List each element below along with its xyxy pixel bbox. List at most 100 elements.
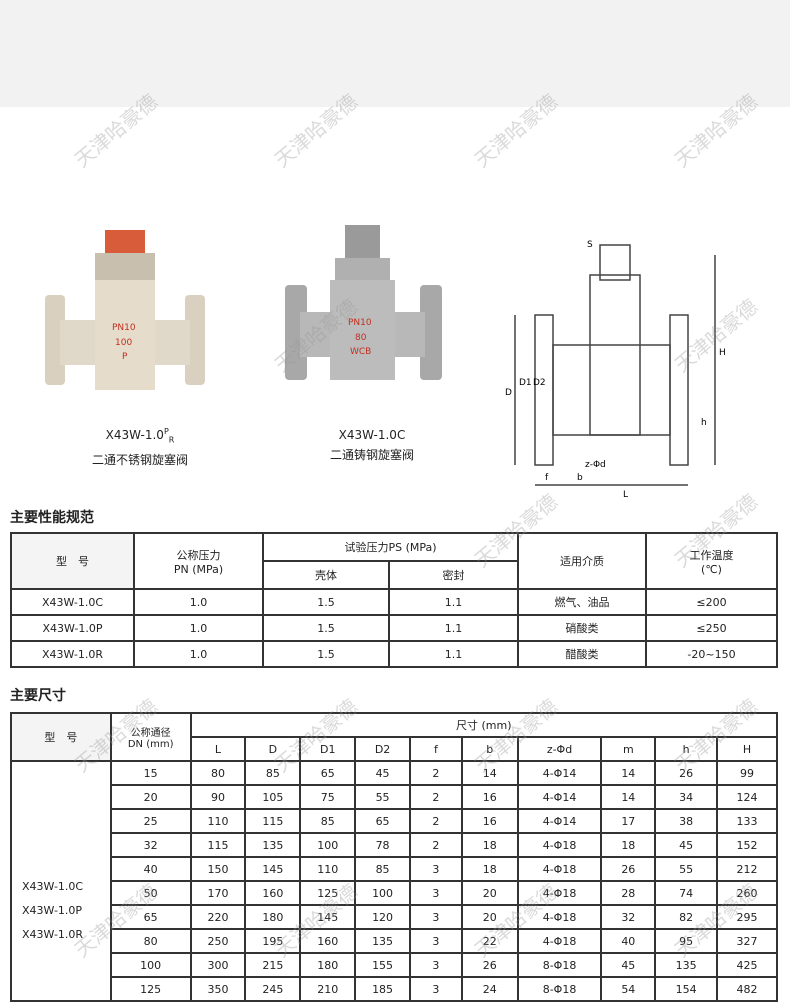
cell: 105 <box>244 784 302 810</box>
cell: 125 <box>109 976 192 1002</box>
cell: 14 <box>460 760 519 786</box>
cell: 185 <box>354 976 411 1002</box>
cell: 300 <box>189 952 247 978</box>
dim-label-zd: z-Φd <box>585 460 606 470</box>
header-temp: 工作温度(℃) <box>645 532 778 590</box>
cell: 160 <box>244 880 302 906</box>
header-col: f <box>409 736 463 762</box>
cell: 16 <box>460 784 519 810</box>
cell: 195 <box>244 928 302 954</box>
cell: 2 <box>409 760 463 786</box>
cell: 160 <box>299 928 357 954</box>
cell-model: X43W-1.0P <box>10 614 135 642</box>
cell: 133 <box>716 808 778 834</box>
cell: 250 <box>189 928 247 954</box>
header-col: H <box>716 736 778 762</box>
cell: 26 <box>460 952 519 978</box>
cell: 65 <box>109 904 192 930</box>
header-col: z-Φd <box>516 736 603 762</box>
body-mark-2: 80 <box>355 333 367 343</box>
model-sub: R <box>168 435 175 445</box>
cell-pn: 1.0 <box>133 614 264 642</box>
header-col: h <box>654 736 719 762</box>
cell: 22 <box>460 928 519 954</box>
dim-label-h: h <box>701 418 707 428</box>
cell: 4-Φ18 <box>516 832 603 858</box>
cell: 34 <box>654 784 719 810</box>
cell: 20 <box>460 880 519 906</box>
cell: 40 <box>600 928 657 954</box>
dim-label-D2: D2 <box>533 378 546 388</box>
product-name: 二通铸钢旋塞阀 <box>329 448 414 462</box>
cell: 135 <box>244 832 302 858</box>
cell: 54 <box>600 976 657 1002</box>
cell: 145 <box>299 904 357 930</box>
cell: 85 <box>244 760 302 786</box>
cell: 28 <box>600 880 657 906</box>
body-mark-3: WCB <box>350 347 371 357</box>
cell: 90 <box>189 784 247 810</box>
model-name: X43W-1.0R <box>22 928 84 941</box>
section-title-performance: 主要性能规范 <box>10 510 94 526</box>
cell: 215 <box>244 952 302 978</box>
header-model: 型 号 <box>10 532 135 590</box>
cell: 100 <box>109 952 192 978</box>
cell: 350 <box>189 976 247 1002</box>
cast-steel-plug-valve-image: PN10 80 WCB <box>285 225 442 380</box>
cell: 115 <box>189 832 247 858</box>
cell: 245 <box>244 976 302 1002</box>
cell: 3 <box>409 904 463 930</box>
model-name: X43W-1.0P <box>22 904 83 917</box>
cell: 295 <box>716 904 778 930</box>
body-mark-1: PN10 <box>112 323 136 333</box>
cell: 482 <box>716 976 778 1002</box>
cell: 3 <box>409 976 463 1002</box>
header-ps: 试验压力PS (MPa) <box>262 532 519 562</box>
cell: 124 <box>716 784 778 810</box>
cell: 4-Φ14 <box>516 808 603 834</box>
cell: 8-Φ18 <box>516 952 603 978</box>
cell: 100 <box>299 832 357 858</box>
section-title-dimensions: 主要尺寸 <box>10 688 66 704</box>
cell: 4-Φ14 <box>516 760 603 786</box>
header-col: D1 <box>299 736 357 762</box>
cell: 20 <box>109 784 192 810</box>
cell: 18 <box>460 832 519 858</box>
cell: 32 <box>600 904 657 930</box>
cell-media: 醋酸类 <box>517 640 647 668</box>
cell: 78 <box>354 832 411 858</box>
dim-label-L: L <box>623 490 628 500</box>
product-model: X43W-1.0 <box>105 428 164 442</box>
cell: 14 <box>600 760 657 786</box>
cell: 99 <box>716 760 778 786</box>
body-mark-3: P <box>122 352 128 362</box>
cell: 75 <box>299 784 357 810</box>
cell: 100 <box>354 880 411 906</box>
cell: 85 <box>299 808 357 834</box>
cell: 260 <box>716 880 778 906</box>
cell: 115 <box>244 808 302 834</box>
dim-label-S: S <box>587 240 593 250</box>
cell: 20 <box>460 904 519 930</box>
cell: 18 <box>460 856 519 882</box>
body-mark-1: PN10 <box>348 318 372 328</box>
cell: 110 <box>189 808 247 834</box>
header-media: 适用介质 <box>517 532 647 590</box>
cell: 38 <box>654 808 719 834</box>
dim-label-D1: D1 <box>519 378 532 388</box>
cell: 2 <box>409 784 463 810</box>
cell: 16 <box>460 808 519 834</box>
cell: 45 <box>600 952 657 978</box>
cell: 4-Φ18 <box>516 928 603 954</box>
cell: 327 <box>716 928 778 954</box>
cell: 4-Φ14 <box>516 784 603 810</box>
cell-shell: 1.5 <box>262 614 390 642</box>
